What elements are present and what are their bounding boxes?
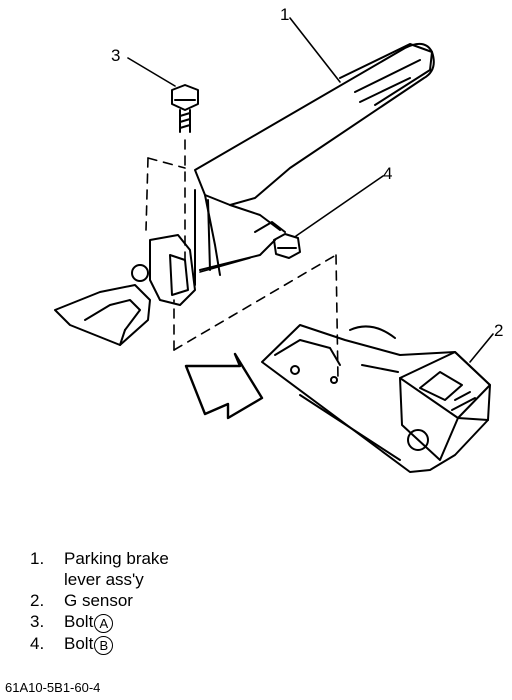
direction-arrow: [184, 352, 264, 420]
g-sensor: [261, 324, 491, 473]
callout-4: 4: [383, 164, 393, 183]
legend-text: G sensor: [64, 591, 133, 610]
legend-item: 1. Parking brake lever ass'y: [30, 548, 330, 590]
legend-line: Parking brake: [64, 549, 169, 568]
cable-tray: [54, 264, 151, 346]
circled-letter: A: [94, 614, 114, 633]
parking-brake-diagram: [54, 17, 494, 473]
leader-lines: [127, 17, 494, 363]
bolt-a: [171, 84, 199, 133]
legend-label: Bolt: [64, 612, 94, 631]
bolt-b: [273, 233, 301, 259]
parts-legend: 1. Parking brake lever ass'y 2. G sensor…: [30, 548, 330, 655]
legend-label: Bolt: [64, 634, 94, 653]
legend-line: lever ass'y: [64, 570, 144, 589]
callout-2: 2: [494, 321, 504, 340]
callout-1: 1: [280, 5, 290, 24]
legend-number: 3.: [30, 612, 45, 631]
legend-number: 2.: [30, 591, 45, 610]
legend-number: 4.: [30, 634, 45, 653]
legend-item: 2. G sensor: [30, 590, 330, 611]
legend-number: 1.: [30, 549, 45, 568]
circled-letter: B: [94, 636, 114, 655]
figure-code: 61A10-5B1-60-4: [5, 680, 101, 695]
parking-brake-lever: [149, 42, 435, 306]
legend-text: Parking brake lever ass'y: [64, 548, 330, 590]
callout-3: 3: [111, 46, 121, 65]
